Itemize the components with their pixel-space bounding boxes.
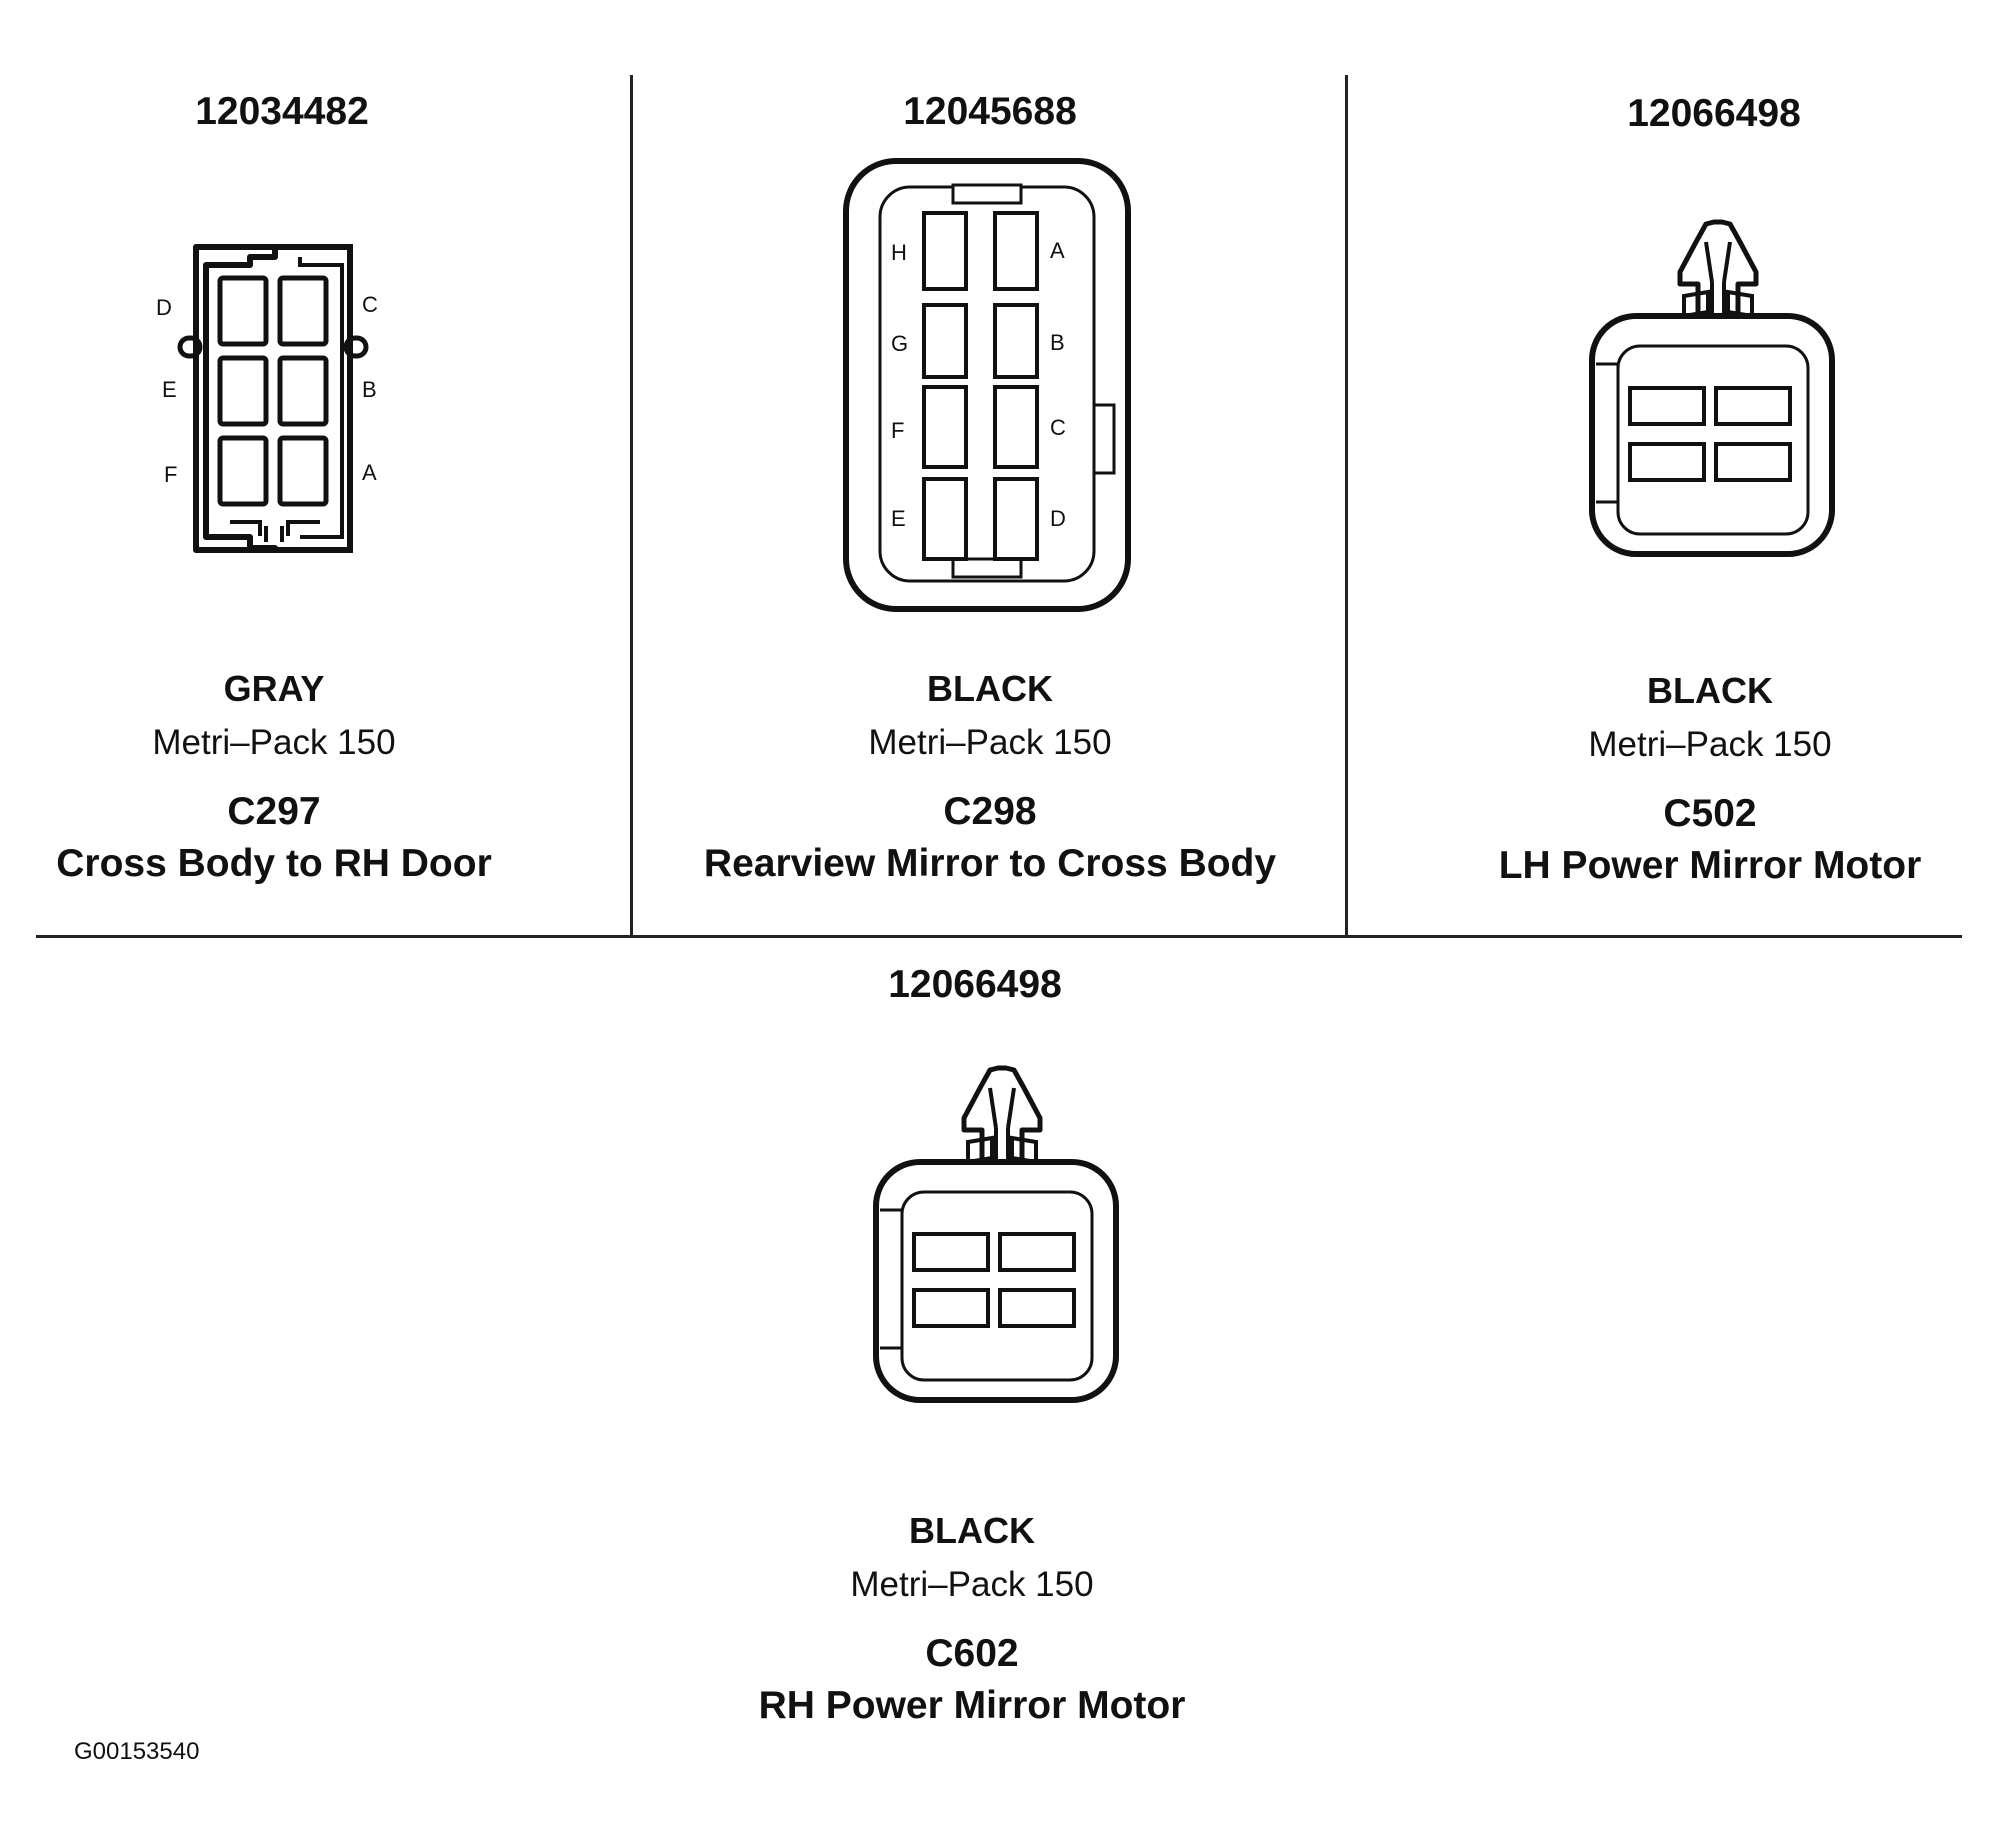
connector-id: C602: [925, 1632, 1019, 1675]
pin-label: B: [1050, 330, 1065, 355]
pin-label: G: [891, 331, 908, 356]
connector-c298-face-diagram: H G F E A B C D: [843, 158, 1131, 612]
connector-family: Metri–Pack 150: [1588, 725, 1832, 764]
connector-c502-face-diagram: [1589, 219, 1835, 557]
pin-label: E: [891, 506, 906, 531]
connector-description: RH Power Mirror Motor: [758, 1684, 1186, 1727]
figure-reference-id: G00153540: [74, 1738, 200, 1765]
connector-color: GRAY: [223, 668, 325, 709]
pin-label: D: [1050, 506, 1066, 531]
pin-label: F: [164, 462, 177, 487]
pin-label: E: [162, 377, 177, 402]
vertical-divider-2: [1345, 75, 1348, 935]
horizontal-divider: [36, 935, 1962, 938]
connector-family: Metri–Pack 150: [868, 723, 1112, 762]
part-number: 12045688: [903, 90, 1077, 133]
connector-c602-face-diagram: [873, 1065, 1119, 1403]
part-number: 12066498: [1627, 92, 1801, 135]
pin-label: H: [891, 240, 907, 265]
connector-description: Rearview Mirror to Cross Body: [703, 842, 1277, 885]
vertical-divider-1: [630, 75, 633, 935]
connector-family: Metri–Pack 150: [152, 723, 396, 762]
pin-label: F: [891, 418, 904, 443]
connector-color: BLACK: [1647, 670, 1773, 711]
pin-label: B: [362, 377, 377, 402]
connector-c297-face-diagram: D E F C B A: [156, 244, 378, 553]
pin-label: D: [156, 295, 172, 320]
connector-id: C297: [227, 790, 321, 833]
part-number: 12034482: [195, 90, 369, 133]
pin-label: C: [1050, 415, 1066, 440]
pin-label: C: [362, 292, 378, 317]
connector-family: Metri–Pack 150: [850, 1565, 1094, 1604]
connector-description: Cross Body to RH Door: [56, 842, 492, 885]
connector-id: C502: [1663, 792, 1757, 835]
part-number: 12066498: [888, 963, 1062, 1006]
connector-color: BLACK: [909, 1510, 1035, 1551]
connector-id: C298: [943, 790, 1037, 833]
connector-description: LH Power Mirror Motor: [1498, 844, 1922, 887]
pin-label: A: [1050, 238, 1065, 263]
pin-label: A: [362, 460, 377, 485]
connector-color: BLACK: [927, 668, 1053, 709]
